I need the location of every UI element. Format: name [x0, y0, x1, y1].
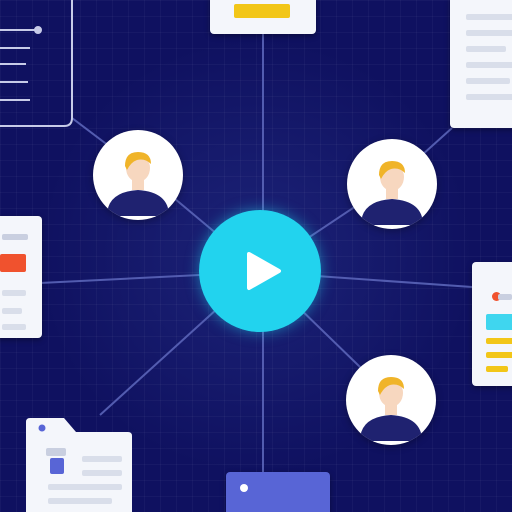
doc-line: [2, 234, 28, 240]
left-document-card: [0, 216, 42, 338]
doc-line: [2, 324, 26, 330]
right-card-yellow-line: [486, 338, 512, 344]
bottom-card-dot: [240, 484, 248, 492]
user-avatar-icon: [346, 355, 436, 445]
doc-line: [466, 94, 512, 100]
right-card-orange-dot: [492, 292, 501, 301]
top-right-document-card: [450, 0, 512, 128]
left-card-orange-block: [0, 254, 26, 272]
doc-line: [466, 14, 512, 20]
user-avatar-icon: [347, 139, 437, 229]
doc-line: [466, 78, 510, 84]
right-card-cyan-block: [486, 314, 512, 330]
list-menu-icon: [0, 0, 73, 127]
central-hub[interactable]: [199, 210, 321, 332]
right-card-yellow-line: [486, 366, 508, 372]
top-document-card: [210, 0, 316, 34]
doc-line: [466, 30, 512, 36]
doc-line: [2, 308, 22, 314]
play-icon[interactable]: [199, 210, 321, 332]
document-icon: [26, 418, 132, 512]
bottom-card: [226, 472, 330, 512]
doc-line: [466, 46, 506, 52]
right-document-card: [472, 262, 512, 386]
doc-line: [498, 294, 512, 300]
user-avatar-icon: [93, 130, 183, 220]
doc-line: [2, 290, 26, 296]
doc-line: [466, 62, 512, 68]
top-card-highlight: [234, 4, 290, 18]
right-card-yellow-line: [486, 352, 512, 358]
